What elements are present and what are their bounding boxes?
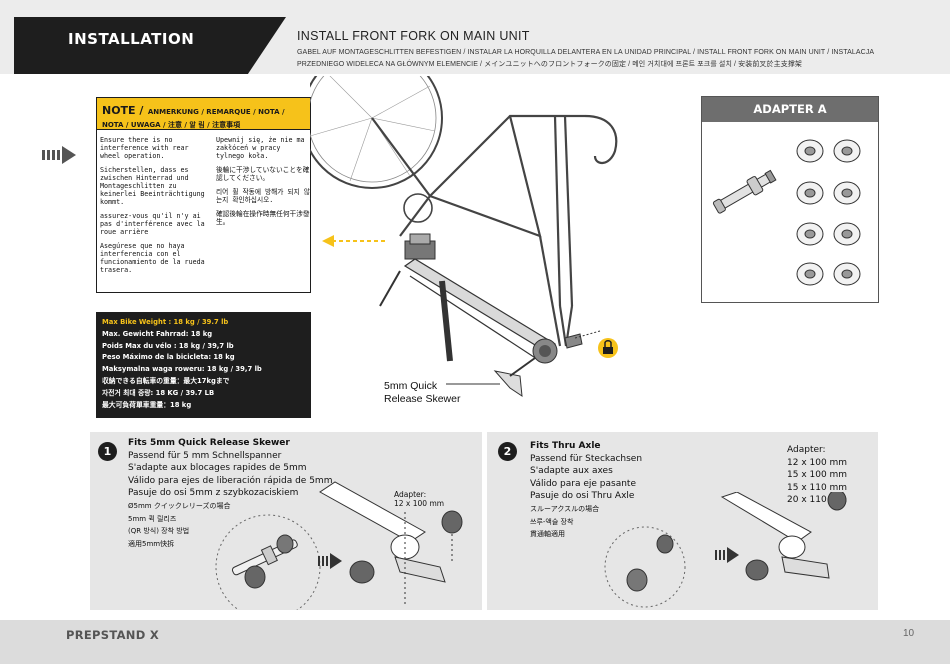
note-languages-1: ANMERKUNG / REMARQUE / NOTA / xyxy=(147,108,285,116)
bike-stand-illustration xyxy=(310,76,618,398)
skewer-label-line1: 5mm Quick xyxy=(384,380,438,392)
note-column-left: Ensure there is no interference with rea… xyxy=(100,136,208,280)
page-subtitle-line2: PRZEDNIEGO WIDELECA NA GŁÓWNYM ELEMENCIE… xyxy=(297,61,803,68)
step-2-adapter-size: 20 x 110 mm xyxy=(787,495,848,505)
step-1-line: Válido para ejes de liberación rápida de… xyxy=(128,475,333,486)
step-1-line: Ø5mm クイックレリーズの場合 xyxy=(128,501,231,510)
weight-line: Maksymalna waga roweru: 18 kg / 39,7 lb xyxy=(102,365,262,374)
page-number: 10 xyxy=(903,628,915,639)
step-2-line: Passend für Steckachsen xyxy=(530,453,643,464)
axle-part xyxy=(712,169,777,214)
step-1-line: S'adapte aux blocages rapides de 5mm xyxy=(128,463,307,474)
note-text: 리어 휠 작동에 방해가 되지 않는지 확인하십시오. xyxy=(216,188,310,204)
step-2-line: 쓰루-액슬 장착 xyxy=(530,517,574,526)
weight-line: 자전거 최대 중량: 18 KG / 39.7 LB xyxy=(102,388,215,397)
note-text: assurez-vous qu'il n'y ai pas d'interfér… xyxy=(100,212,205,236)
step-1-panel: 1 Fits 5mm Quick Release Skewer Passend … xyxy=(90,432,482,610)
page-subtitle-line1: GABEL AUF MONTAGESCHLITTEN BEFESTIGEN / … xyxy=(297,49,875,56)
note-column-right: Upewnij się, że nie ma zakłóceń w pracy … xyxy=(216,136,310,232)
step-2-panel: 2 Fits Thru Axle Passend für Steckachsen… xyxy=(487,432,878,610)
step-2-line: Válido para eje pasante xyxy=(530,478,636,489)
note-text: Upewnij się, że nie ma zakłóceń w pracy … xyxy=(216,136,305,160)
note-title: NOTE / xyxy=(102,104,144,117)
note-text: Asegúrese que no haya interferencia con … xyxy=(100,242,205,274)
step-1-line: 5mm 퀵 릴리즈 xyxy=(128,514,177,523)
section-title: INSTALLATION xyxy=(68,30,195,48)
adapter-a-title: ADAPTER A xyxy=(702,97,878,122)
step-1-line: 適用5mm快拆 xyxy=(128,539,175,548)
note-text: Sicherstellen, dass es zwischen Hinterra… xyxy=(100,166,205,206)
step-1-line: Fits 5mm Quick Release Skewer xyxy=(128,438,290,448)
step-2-number: 2 xyxy=(498,442,517,461)
step-1-line: (QR 방식) 장착 방법 xyxy=(128,527,190,536)
weight-line: Poids Max du vélo : 18 kg / 39,7 lb xyxy=(102,341,234,350)
step-2-line: S'adapte aux axes xyxy=(530,466,613,477)
adapter-parts-illustration xyxy=(712,139,861,286)
footer-brand: PREPSTAND X xyxy=(66,628,160,642)
weight-line: Max Bike Weight : 18 kg / 39.7 lb xyxy=(102,318,229,326)
step-1-line: Passend für 5 mm Schnellspanner xyxy=(128,450,282,461)
step-2-text: Fits Thru Axle Passend für Steckachsen S… xyxy=(530,440,642,541)
step-2-adapter-size: 15 x 100 mm xyxy=(787,470,848,480)
weight-line: 最大可負荷單車重量：18 kg xyxy=(102,400,192,409)
skewer-label: 5mm Quick Release Skewer xyxy=(384,380,460,406)
note-box: NOTE / ANMERKUNG / REMARQUE / NOTA / NOT… xyxy=(96,97,311,293)
step-2-adapter-size: 15 x 110 mm xyxy=(787,482,848,493)
weight-line: 収納できる自転車の重量：最大17kgまで xyxy=(102,376,230,385)
step-2-line: 貫通軸適用 xyxy=(530,530,565,539)
section-tab xyxy=(14,17,286,74)
step-1-line: Pasuje do osi 5mm z szybkozaciskiem xyxy=(128,488,299,499)
step-1-illustration xyxy=(215,481,463,610)
page-title: INSTALL FRONT FORK ON MAIN UNIT xyxy=(297,29,530,43)
weight-box: Max Bike Weight : 18 kg / 39.7 lb Max. G… xyxy=(96,312,311,418)
footer-band xyxy=(0,620,950,664)
adapter-a-box: ADAPTER A xyxy=(701,96,879,303)
step-2-illustration xyxy=(604,492,847,608)
step-2-line: スルーアクスルの場合 xyxy=(530,504,600,513)
note-text: 確認後輪在操作時無任何干涉發生。 xyxy=(216,210,310,226)
step-2-adapter-note: Adapter: 12 x 100 mm 15 x 100 mm 15 x 11… xyxy=(787,444,847,507)
step-1-text: Fits 5mm Quick Release Skewer Passend fü… xyxy=(128,437,332,550)
step-1-number: 1 xyxy=(98,442,117,461)
skewer-label-line2: Release Skewer xyxy=(384,393,461,405)
step-2-adapter-label: Adapter: xyxy=(787,445,826,455)
step-2-line: Fits Thru Axle xyxy=(530,441,601,451)
step-2-line: Pasuje do osi Thru Axle xyxy=(530,491,635,502)
step-2-adapter-size: 12 x 100 mm xyxy=(787,457,848,468)
note-text: Ensure there is no interference with rea… xyxy=(100,136,189,160)
step-1-adapter-label: Adapter: xyxy=(394,490,427,499)
weight-line: Max. Gewicht Fahrrad: 18 kg xyxy=(102,329,213,338)
note-languages-2: NOTA / UWAGA / 注意 / 알 림 / 注意事項 xyxy=(102,121,241,129)
step-1-adapter-value: 12 x 100 mm xyxy=(394,499,445,508)
note-header: NOTE / ANMERKUNG / REMARQUE / NOTA / NOT… xyxy=(97,98,310,130)
side-arrow-icon xyxy=(42,146,76,164)
step-1-adapter-note: Adapter: 12 x 100 mm xyxy=(394,490,444,508)
note-text: 後輪に干渉していないことを確認してください。 xyxy=(216,166,310,182)
weight-line: Peso Máximo de la bicicleta: 18 kg xyxy=(102,353,235,362)
